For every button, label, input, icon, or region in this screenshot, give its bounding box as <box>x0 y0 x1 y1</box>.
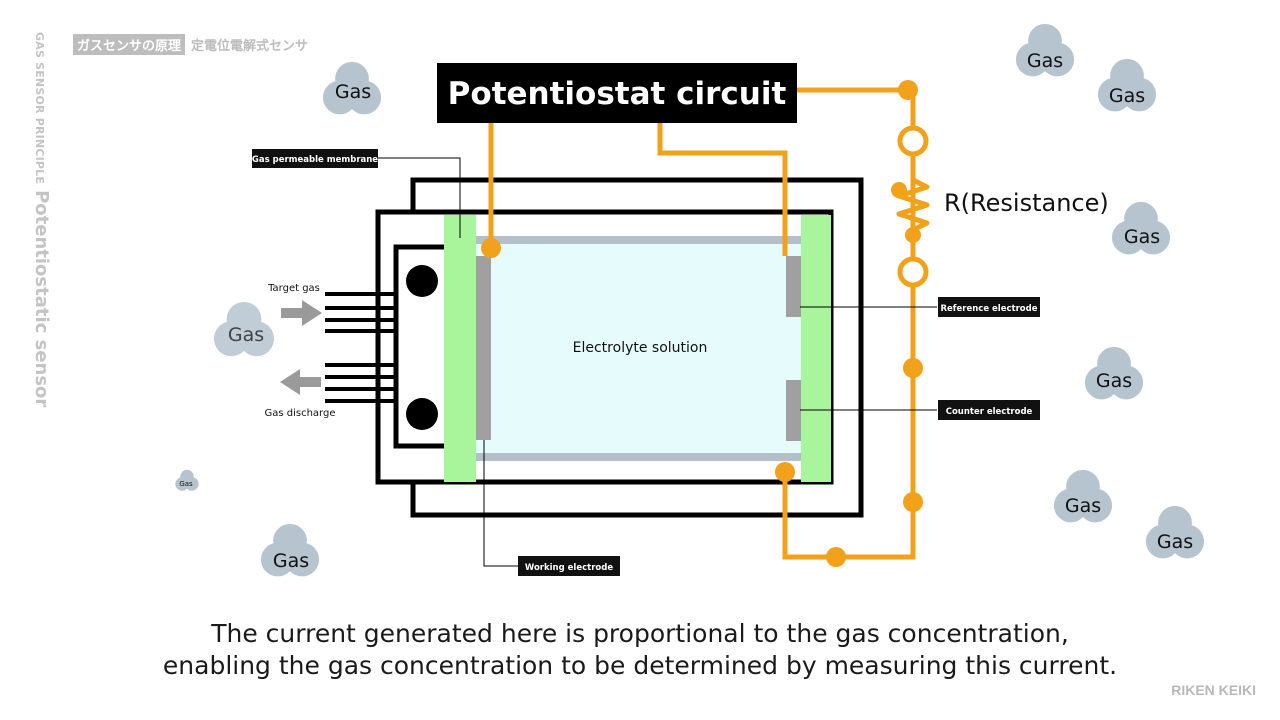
terminal-top <box>897 125 929 157</box>
counter-callout-label: Counter electrode <box>946 407 1033 417</box>
svg-text:Gas: Gas <box>228 324 264 346</box>
working-electrode <box>476 256 491 440</box>
svg-text:Gas: Gas <box>1157 531 1193 553</box>
membrane-callout-label: Gas permeable membrane <box>252 155 378 165</box>
counter-callout-box <box>938 400 1040 420</box>
gas-cloud: Gas <box>1053 469 1113 523</box>
counter-electrode <box>786 380 801 441</box>
reference-callout-label: Reference electrode <box>941 304 1038 314</box>
working-callout-label: Working electrode <box>525 563 613 573</box>
brand-logo: RIKEN KEIKI <box>1171 682 1256 698</box>
potentiostat-box <box>437 63 797 123</box>
caption: The current generated here is proportion… <box>0 618 1280 682</box>
gas-cloud: Gas <box>1015 23 1075 77</box>
gas-discharge-arrow <box>280 369 321 395</box>
gas-discharge-label: Gas discharge <box>264 408 335 419</box>
svg-text:Gas: Gas <box>273 550 309 572</box>
working-callout-box <box>518 556 620 576</box>
circuit-node <box>775 462 795 482</box>
target-gas-arrow <box>281 300 322 326</box>
membrane-callout-box <box>252 149 378 168</box>
inlet-hole-top <box>406 265 438 297</box>
electrolyte-label: Electrolyte solution <box>573 340 708 356</box>
svg-text:Gas: Gas <box>179 480 193 488</box>
membrane-right <box>801 215 831 482</box>
gas-cloud: Gas <box>1084 346 1144 400</box>
circuit-wires <box>488 87 916 560</box>
svg-text:Gas: Gas <box>1096 370 1132 392</box>
electrolyte-solution <box>476 236 801 460</box>
terminal-bottom <box>897 256 929 288</box>
potentiostat-label: Potentiostat circuit <box>448 76 787 112</box>
circuit-node <box>481 238 501 258</box>
membrane-left <box>444 215 476 482</box>
svg-text:Gas: Gas <box>1027 50 1063 72</box>
gas-cloud: Gas <box>260 523 320 577</box>
discharge-pipe <box>325 363 398 403</box>
svg-text:Gas: Gas <box>1109 85 1145 107</box>
target-gas-label: Target gas <box>267 283 320 294</box>
inlet-hole-bottom <box>406 398 438 430</box>
gas-cloud: Gas <box>213 301 275 357</box>
reference-electrode <box>786 256 801 317</box>
gas-cloud: Gas <box>1145 505 1205 559</box>
gas-cloud: Gas <box>322 61 382 115</box>
japanese-header-tag: ガスセンサの原理 <box>73 34 186 55</box>
inlet-pipe <box>325 292 398 333</box>
circuit-node <box>898 80 918 100</box>
gas-cloud: Gas <box>1097 58 1157 112</box>
gas-cloud: Gas <box>175 469 199 491</box>
resistance-label: R(Resistance) <box>944 189 1109 217</box>
circuit-node <box>903 492 923 512</box>
resistor-icon <box>896 172 930 245</box>
caption-line-2: enabling the gas concentration to be det… <box>162 651 1118 680</box>
svg-text:Gas: Gas <box>1124 226 1160 248</box>
circuit-node <box>826 547 846 567</box>
svg-text:Gas: Gas <box>335 81 371 103</box>
circuit-node <box>903 358 923 378</box>
gas-cloud: Gas <box>1111 201 1171 255</box>
reference-callout-box <box>938 297 1040 317</box>
callout-lines <box>377 157 937 567</box>
japanese-header: ガスセンサの原理定電位電解式センサ <box>73 34 309 55</box>
japanese-header-subtitle: 定電位電解式センサ <box>191 39 309 54</box>
svg-text:Gas: Gas <box>1065 495 1101 517</box>
caption-line-1: The current generated here is proportion… <box>211 619 1069 648</box>
electrolyte-top-bar <box>476 236 801 244</box>
electrolyte-bottom-bar <box>476 453 801 461</box>
